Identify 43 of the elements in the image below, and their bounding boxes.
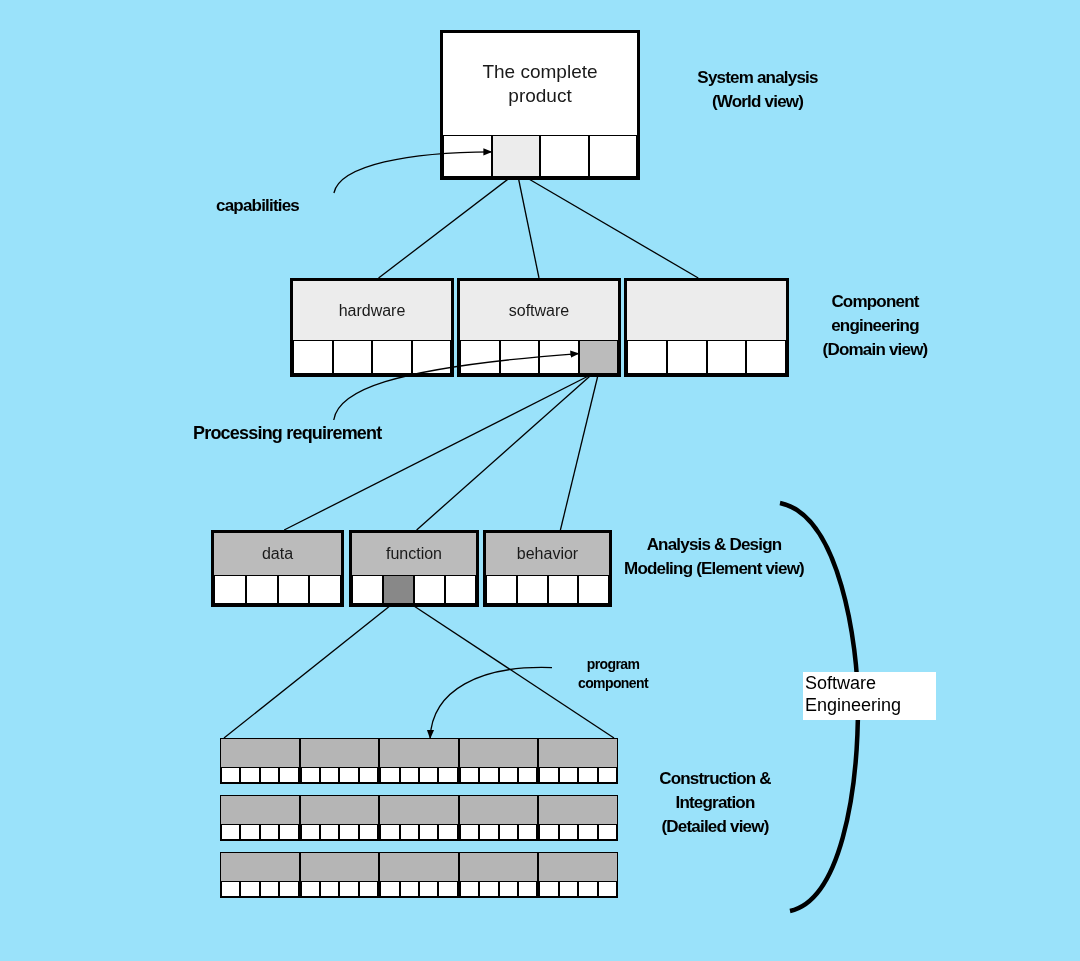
box-title: behavior: [516, 544, 579, 564]
element-box: [349, 530, 479, 607]
module-box: [538, 738, 618, 784]
leader-text: Processing requirement: [193, 420, 469, 446]
leader-line: [333, 148, 493, 194]
highlighted-cell: [491, 135, 540, 177]
module-box: [538, 852, 618, 898]
level-label: Component engineering (Domain view): [821, 291, 929, 361]
module-box: [538, 795, 618, 841]
module-box: [299, 738, 380, 784]
element-box: [483, 530, 612, 607]
module-box: [379, 795, 459, 841]
box-title: hardware: [338, 300, 406, 321]
leader-line: [427, 666, 553, 739]
product-box: [440, 30, 640, 180]
module-box: [220, 738, 300, 784]
box-title: software: [508, 300, 570, 321]
component-box: [457, 278, 621, 377]
leader-text: program component: [552, 655, 674, 697]
bracket-label: Software Engineering: [803, 672, 936, 720]
box-title: The complete product: [481, 60, 599, 108]
module-box: [458, 852, 539, 898]
level-label: Construction & Integration (Detailed view): [658, 768, 772, 838]
highlighted-cell: [383, 575, 414, 604]
highlighted-cell: [578, 340, 618, 374]
module-box: [379, 738, 459, 784]
component-box: [624, 278, 789, 377]
level-label: System analysis (World view): [696, 67, 819, 113]
module-box: [220, 852, 300, 898]
module-box: [458, 738, 539, 784]
module-grid: [220, 738, 618, 898]
leader-line: [333, 350, 580, 421]
module-box: [220, 795, 300, 841]
element-box: [211, 530, 344, 607]
leader-text: capabilities: [216, 193, 350, 219]
module-box: [299, 795, 380, 841]
box-title: data: [261, 544, 294, 564]
module-box: [379, 852, 459, 898]
module-box: [458, 795, 539, 841]
module-box: [299, 852, 380, 898]
level-label: Analysis & Design Modeling (Element view): [623, 534, 805, 580]
component-box: [290, 278, 454, 377]
box-title: function: [385, 544, 442, 564]
